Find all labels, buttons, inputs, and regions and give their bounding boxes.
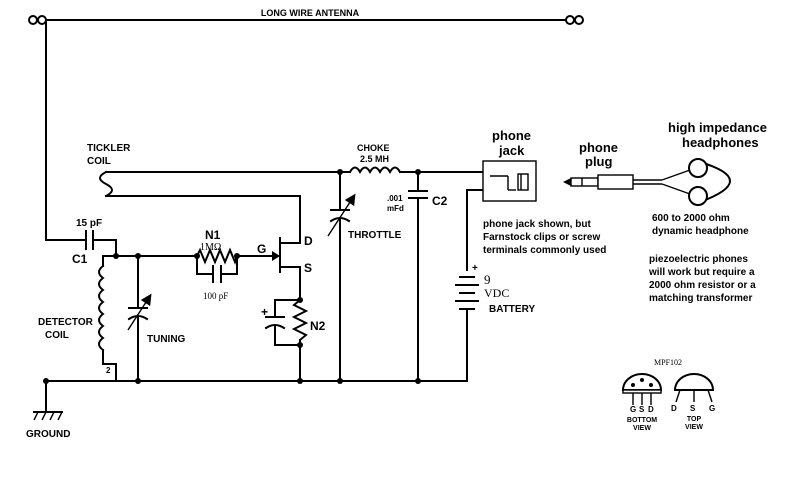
n1-label: N1 [205, 228, 221, 242]
detector-coil-label: COIL [45, 330, 69, 341]
c1-label: C1 [72, 252, 88, 266]
top-pin-g: G [709, 404, 715, 413]
piezo-note-4: matching transformer [649, 293, 752, 304]
tuning-capacitor: TUNING [127, 255, 186, 382]
headphones-note-1: 600 to 2000 ohm [652, 213, 730, 224]
rf-choke: CHOKE 2.5 MH [339, 143, 491, 175]
throttle-capacitor: THROTTLE [327, 169, 402, 382]
jack-title-1: phone [492, 128, 531, 143]
bottom-view-label-1: BOTTOM [627, 417, 657, 424]
jack-note-1: phone jack shown, but [483, 219, 591, 230]
battery-unit: VDC [484, 286, 509, 300]
c2-value-2: mFd [387, 204, 404, 213]
c1-value: 15 pF [76, 218, 102, 229]
tickler-label: TICKLER [87, 143, 131, 154]
choke-value: 2.5 MH [360, 154, 389, 164]
tuning-label: TUNING [147, 334, 186, 345]
throttle-label: THROTTLE [348, 230, 402, 241]
battery-label: BATTERY [489, 304, 535, 315]
mpf102-pinout: MPF102 G S D BOTTOM VIEW D S G TOP VIEW [621, 358, 715, 432]
bottom-pin-d: D [648, 405, 654, 414]
resistor-1m-value: 1MΩ [200, 242, 221, 253]
jack-title-2: jack [498, 143, 525, 158]
tickler-coil-label: COIL [87, 156, 111, 167]
choke-label: CHOKE [357, 143, 390, 153]
plug-title-2: plug [585, 154, 612, 169]
top-view-label-1: TOP [687, 416, 702, 423]
c2-value-1: .001 [387, 194, 403, 203]
coil-tap-label: 2 [106, 366, 111, 375]
bottom-view-label-2: VIEW [633, 425, 651, 432]
capacitor-c1: 15 pF C1 [72, 218, 117, 266]
top-pin-s: S [690, 404, 696, 413]
headphones-title-2: headphones [682, 135, 759, 150]
top-pin-d: D [671, 404, 677, 413]
pinout-bottom-view: G S D BOTTOM VIEW [621, 373, 663, 432]
detector-label: DETECTOR [38, 317, 94, 328]
pinout-part-label: MPF102 [654, 358, 682, 367]
long-wire-antenna: LONG WIRE ANTENNA [28, 8, 584, 25]
piezo-note-1: piezoelectric phones [649, 254, 748, 265]
phone-plug: phone plug [563, 140, 662, 190]
battery-voltage: 9 [484, 272, 491, 287]
ground-label: GROUND [26, 429, 70, 440]
headphones-title-1: high impedance [668, 120, 767, 135]
pinout-top-view: D S G TOP VIEW [671, 373, 715, 431]
n2-label: N2 [310, 319, 326, 333]
gate-label: G [257, 242, 266, 256]
battery-plus: + [472, 263, 478, 274]
detector-coil: DETECTOR COIL 2 [38, 255, 117, 382]
antenna-label: LONG WIRE ANTENNA [261, 8, 360, 18]
capacitor-c2: .001 mFd C2 [387, 171, 448, 382]
bottom-pin-g: G [630, 405, 636, 414]
piezo-note-2: will work but require a [648, 267, 755, 278]
gate-leak-network-n1: N1 1MΩ 100 pF [184, 228, 281, 301]
cap-100pf-value: 100 pF [203, 291, 228, 301]
c2-label: C2 [432, 194, 448, 208]
jack-note-3: terminals commonly used [483, 245, 606, 256]
phone-jack: phone jack [482, 128, 537, 202]
bottom-pin-s: S [639, 405, 645, 414]
source-label: S [304, 261, 312, 275]
plug-title-1: phone [579, 140, 618, 155]
source-bias-network-n2: + N2 [261, 266, 326, 382]
piezo-note-3: 2000 ohm resistor or a [649, 280, 756, 291]
n2-plus: + [261, 305, 268, 319]
tickler-coil: TICKLER COIL [87, 143, 341, 244]
drain-label: D [304, 234, 313, 248]
headphones: high impedance headphones [661, 120, 767, 206]
jack-note-2: Farnstock clips or screw [483, 232, 600, 243]
top-view-label-2: VIEW [685, 424, 703, 431]
ground-symbol: GROUND [26, 380, 70, 440]
jfet-mpf102: G D S [257, 234, 313, 275]
headphones-note-2: dynamic headphone [652, 226, 749, 237]
